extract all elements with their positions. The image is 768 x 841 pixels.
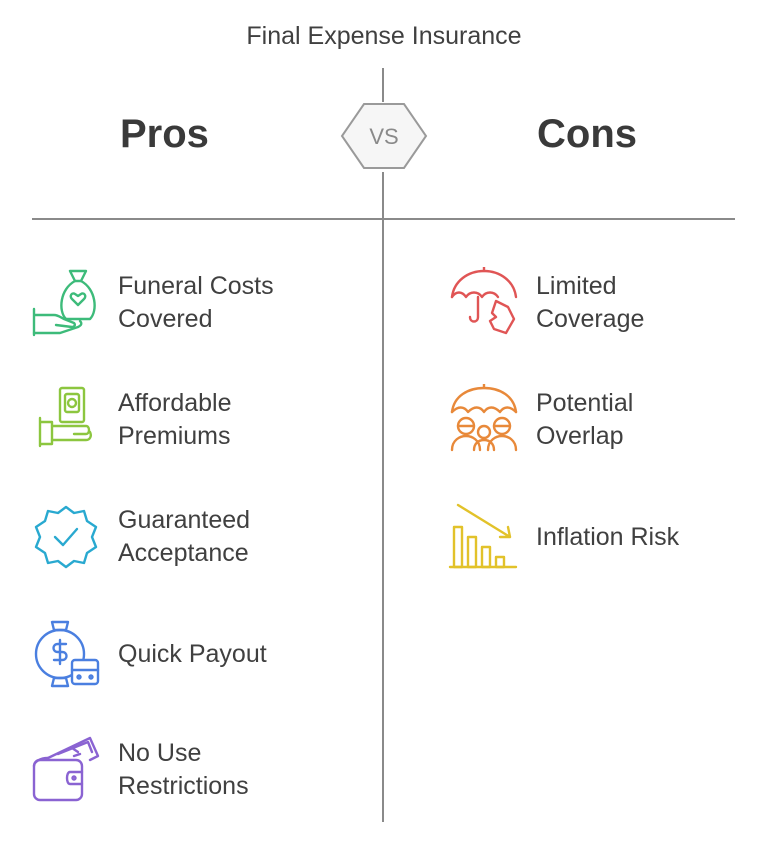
- con-item-inflation-risk: Inflation Risk: [448, 501, 746, 573]
- hand-with-cash-icon: [38, 386, 92, 448]
- pro-item-funeral-costs: Funeral Costs Covered: [30, 267, 328, 339]
- con-item-limited-coverage: Limited Coverage: [448, 267, 746, 339]
- declining-bars-icon: [448, 503, 518, 569]
- pro-label-line2: Acceptance: [118, 539, 249, 567]
- umbrella-hand-icon: [450, 267, 518, 335]
- pro-label-line2: Premiums: [118, 422, 231, 450]
- con-label-line2: Overlap: [536, 422, 624, 450]
- pro-label-line2: Covered: [118, 305, 213, 333]
- pro-label-line2: Restrictions: [118, 772, 249, 800]
- verified-badge-check-icon: [34, 505, 98, 569]
- divider-top: [382, 68, 384, 102]
- con-label-line2: Coverage: [536, 305, 645, 333]
- vs-label: VS: [369, 124, 398, 149]
- money-bag-heart-hand-icon: [32, 269, 96, 337]
- pro-item-guaranteed-acceptance: Guaranteed Acceptance: [30, 501, 328, 573]
- con-item-potential-overlap: Potential Overlap: [448, 384, 746, 456]
- cons-heading: Cons: [537, 112, 637, 156]
- pro-item-no-use-restrictions: No Use Restrictions: [30, 734, 328, 806]
- vs-badge: VS: [340, 103, 428, 169]
- con-label-line1: Limited: [536, 272, 617, 300]
- diagram-title: Final Expense Insurance: [246, 22, 522, 50]
- umbrella-people-icon: [450, 384, 518, 452]
- pro-label-line1: No Use: [118, 739, 202, 767]
- con-label-line1: Inflation Risk: [536, 522, 680, 551]
- con-label-line1: Potential: [536, 389, 634, 417]
- pro-item-affordable-premiums: Affordable Premiums: [30, 384, 328, 456]
- vertical-divider: [382, 172, 384, 822]
- pro-label-line1: Affordable: [118, 389, 232, 417]
- dollar-clock-bus-icon: [34, 620, 100, 688]
- pro-label-line1: Guaranteed: [118, 506, 251, 534]
- wallet-cash-icon: [32, 736, 100, 802]
- pro-label-line1: Quick Payout: [118, 639, 267, 668]
- pros-heading: Pros: [120, 112, 209, 156]
- horizontal-divider: [32, 218, 735, 220]
- pro-item-quick-payout: Quick Payout: [30, 618, 328, 690]
- pro-label-line1: Funeral Costs: [118, 272, 274, 300]
